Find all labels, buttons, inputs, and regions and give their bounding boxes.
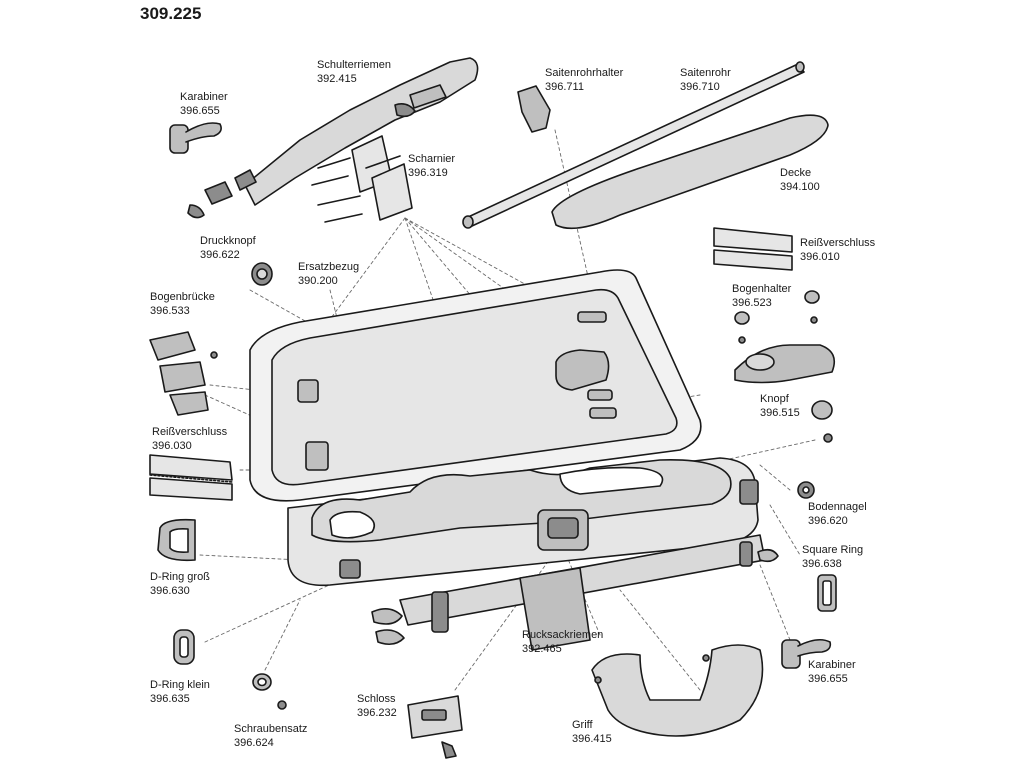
string-tube-holder-part — [517, 85, 551, 133]
label-reissverschluss-left: Reißverschluss 396.030 — [152, 425, 227, 453]
part-number: 396.638 — [802, 558, 842, 570]
label-saitenrohrhalter: Saitenrohrhalter 396.711 — [545, 66, 623, 94]
part-name: Schloss — [357, 693, 396, 705]
part-name: Saitenrohrhalter — [545, 67, 624, 79]
part-number: 392.415 — [317, 73, 357, 85]
bottom-nail-part — [797, 481, 815, 499]
part-number: 396.232 — [357, 707, 397, 719]
label-schulterriemen: Schulterriemen 392.415 — [317, 58, 391, 86]
diagram-title: 309.225 — [140, 4, 202, 23]
label-druckknopf: Druckknopf 396.622 — [200, 234, 256, 262]
part-number: 396.523 — [732, 297, 772, 309]
part-number: 390.200 — [298, 275, 338, 287]
label-d-ring-klein: D-Ring klein 396.635 — [150, 678, 210, 706]
part-name: Bogenhalter — [732, 283, 792, 295]
push-button-part — [251, 262, 273, 286]
part-name: Karabiner — [180, 91, 228, 103]
screw-set-part — [252, 673, 287, 710]
knob-part — [811, 400, 833, 443]
part-number: 396.010 — [800, 251, 840, 263]
part-number: 396.630 — [150, 585, 190, 597]
part-number: 396.710 — [680, 81, 720, 93]
label-schraubensatz: Schraubensatz 396.624 — [234, 722, 307, 750]
part-number: 396.515 — [760, 407, 800, 419]
part-name: Bogenbrücke — [150, 291, 215, 303]
label-d-ring-gross: D-Ring groß 396.630 — [150, 570, 210, 598]
part-number: 396.620 — [808, 515, 848, 527]
part-name: Knopf — [760, 393, 789, 405]
part-number: 396.533 — [150, 305, 190, 317]
label-square-ring: Square Ring 396.638 — [802, 543, 863, 571]
label-karabiner-top: Karabiner 396.655 — [180, 90, 228, 118]
handle-part — [591, 644, 764, 737]
label-bogenbruecke: Bogenbrücke 396.533 — [150, 290, 215, 318]
part-number: 396.319 — [408, 167, 448, 179]
karabiner-top-part — [169, 122, 222, 154]
part-name: Reißverschluss — [152, 426, 228, 438]
lock-part — [407, 695, 463, 759]
part-name: Scharnier — [408, 153, 456, 165]
label-schloss: Schloss 396.232 — [357, 692, 397, 720]
part-number: 396.655 — [808, 673, 848, 685]
d-ring-small-part — [173, 629, 195, 665]
part-name: Decke — [780, 167, 812, 179]
label-reissverschluss-right: Reißverschluss 396.010 — [800, 236, 875, 264]
label-rucksackriemen: Rucksackriemen 392.465 — [522, 628, 603, 656]
case-lid — [249, 269, 702, 502]
part-name: Griff — [572, 719, 593, 731]
bow-holder-part — [734, 290, 836, 384]
lid-details — [297, 311, 617, 471]
part-name: Schraubensatz — [234, 723, 308, 735]
part-number: 396.655 — [180, 105, 220, 117]
part-number: 394.100 — [780, 181, 820, 193]
part-name: Ersatzbezug — [298, 261, 360, 273]
blanket-part — [551, 114, 829, 230]
label-bogenhalter: Bogenhalter 396.523 — [732, 282, 791, 310]
hinge-part — [311, 135, 413, 223]
part-number: 396.622 — [200, 249, 240, 261]
part-name: Rucksackriemen — [522, 629, 604, 641]
part-number: 396.624 — [234, 737, 274, 749]
label-scharnier: Scharnier 396.319 — [408, 152, 455, 180]
part-number: 396.030 — [152, 440, 192, 452]
part-number: 396.711 — [545, 81, 584, 93]
shoulder-strap — [204, 57, 479, 206]
part-name: Saitenrohr — [680, 67, 731, 79]
d-ring-large-part — [157, 518, 196, 562]
case-front-details — [339, 479, 759, 579]
backpack-strap-clips — [371, 548, 779, 646]
shoulder-strap-clips — [187, 103, 416, 219]
case-body — [287, 457, 759, 587]
part-name: Karabiner — [808, 659, 856, 671]
karabiner-bottom-part — [781, 638, 832, 669]
label-knopf: Knopf 396.515 — [760, 392, 800, 420]
part-name: Reißverschluss — [800, 237, 876, 249]
backpack-straps-part — [399, 534, 766, 651]
square-ring-part — [817, 574, 837, 612]
label-griff: Griff 396.415 — [572, 718, 612, 746]
bow-bridge-part — [149, 331, 218, 416]
part-name: D-Ring klein — [150, 679, 210, 691]
string-tube-part — [462, 61, 805, 229]
zipper-left-part — [149, 454, 233, 501]
part-number: 396.415 — [572, 733, 612, 745]
part-name: Schulterriemen — [317, 59, 391, 71]
part-number: 396.635 — [150, 693, 190, 705]
part-name: D-Ring groß — [150, 571, 210, 583]
label-bodennagel: Bodennagel 396.620 — [808, 500, 867, 528]
part-name: Square Ring — [802, 544, 864, 556]
part-name: Bodennagel — [808, 501, 867, 513]
label-ersatzbezug: Ersatzbezug 390.200 — [298, 260, 359, 288]
zipper-right-part — [713, 227, 793, 271]
part-number: 392.465 — [522, 643, 562, 655]
label-karabiner-bottom: Karabiner 396.655 — [808, 658, 856, 686]
label-saitenrohr: Saitenrohr 396.710 — [680, 66, 731, 94]
label-decke: Decke 394.100 — [780, 166, 820, 194]
part-name: Druckknopf — [200, 235, 256, 247]
